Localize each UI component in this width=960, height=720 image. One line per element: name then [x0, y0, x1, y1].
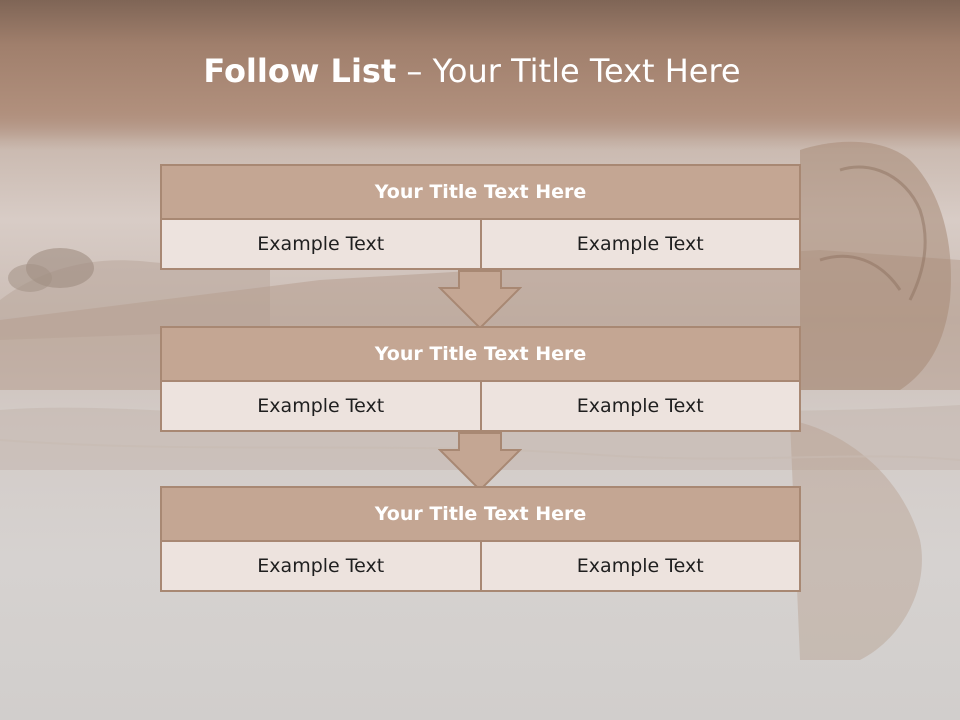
step-title: Your Title Text Here [160, 164, 801, 220]
down-arrow-icon [438, 270, 522, 330]
title-separator: – [396, 52, 433, 90]
header-band [0, 0, 960, 150]
title-rest: Your Title Text Here [432, 52, 741, 90]
step-cell-left: Example Text [160, 382, 482, 432]
step-block-1: Your Title Text Here Example Text Exampl… [160, 164, 801, 270]
title-lead: Follow List [203, 52, 397, 90]
down-arrow-icon [438, 432, 522, 492]
step-row: Example Text Example Text [160, 220, 801, 270]
step-title: Your Title Text Here [160, 486, 801, 542]
step-cell-left: Example Text [160, 220, 482, 270]
step-row: Example Text Example Text [160, 382, 801, 432]
step-title: Your Title Text Here [160, 326, 801, 382]
step-cell-right: Example Text [481, 220, 801, 270]
step-row: Example Text Example Text [160, 542, 801, 592]
step-cell-left: Example Text [160, 542, 482, 592]
step-cell-right: Example Text [481, 382, 801, 432]
step-cell-right: Example Text [481, 542, 801, 592]
slide-title: Follow List – Your Title Text Here [0, 52, 944, 90]
step-block-2: Your Title Text Here Example Text Exampl… [160, 326, 801, 432]
step-block-3: Your Title Text Here Example Text Exampl… [160, 486, 801, 592]
